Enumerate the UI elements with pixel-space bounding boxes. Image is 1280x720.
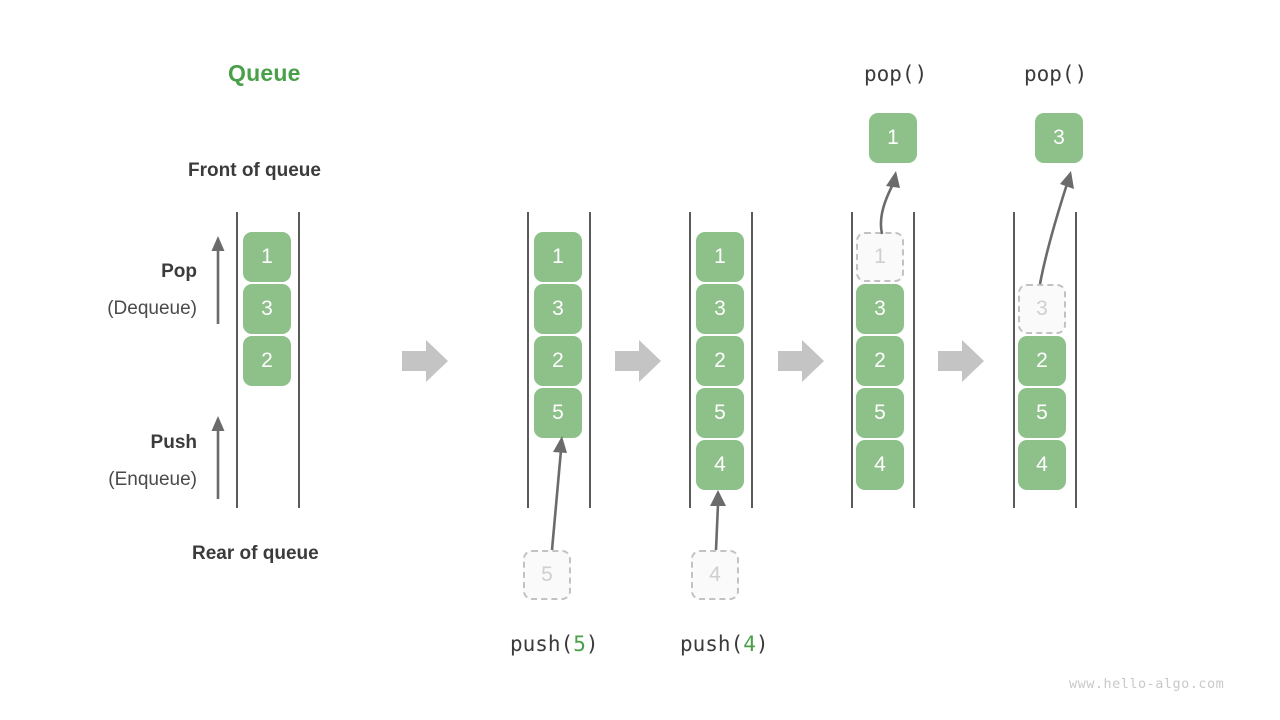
queue-cell: 1 [534, 232, 582, 282]
flow-arrow-icon [778, 340, 824, 382]
queue-rail-right-panel-1 [298, 212, 300, 508]
push5-value: 5 [573, 632, 586, 656]
queue-rail-right-panel-2 [589, 212, 591, 508]
queue-cell: 5 [1018, 388, 1066, 438]
rear-of-queue-label: Rear of queue [192, 543, 319, 564]
flow-arrow-icon [615, 340, 661, 382]
popped-cell: 3 [1035, 113, 1083, 163]
watermark: www.hello-algo.com [1069, 676, 1225, 692]
queue-cell: 3 [696, 284, 744, 334]
pop-motion-arrow-icon [1038, 171, 1074, 285]
queue-cell: 1 [243, 232, 291, 282]
pop-sublabel: (Dequeue) [107, 298, 197, 319]
queue-cell: 5 [534, 388, 582, 438]
queue-cell: 3 [243, 284, 291, 334]
queue-rail-left-panel-5 [1013, 212, 1015, 508]
pop-motion-arrow-icon [879, 171, 900, 235]
queue-cell-vacated: 1 [856, 232, 904, 282]
incoming-ghost-cell: 4 [691, 550, 739, 600]
incoming-ghost-cell: 5 [523, 550, 571, 600]
push-motion-arrow-icon [710, 490, 726, 551]
push4-prefix: push( [680, 632, 744, 656]
queue-cell: 1 [696, 232, 744, 282]
queue-rail-right-panel-4 [913, 212, 915, 508]
queue-cell: 2 [243, 336, 291, 386]
queue-rail-right-panel-3 [751, 212, 753, 508]
push5-prefix: push( [510, 632, 574, 656]
push-sublabel: (Enqueue) [108, 469, 197, 490]
push5-suffix: ) [585, 632, 599, 656]
queue-cell: 2 [1018, 336, 1066, 386]
popped-cell: 1 [869, 113, 917, 163]
flow-arrow-icon [402, 340, 448, 382]
queue-rail-left-panel-1 [236, 212, 238, 508]
push-direction-arrow-icon [211, 416, 225, 499]
queue-cell: 4 [1018, 440, 1066, 490]
queue-cell-vacated: 3 [1018, 284, 1066, 334]
queue-cell: 4 [696, 440, 744, 490]
pop-direction-arrow-icon [211, 236, 225, 324]
queue-cell: 3 [534, 284, 582, 334]
queue-cell: 2 [696, 336, 744, 386]
queue-rail-left-panel-3 [689, 212, 691, 508]
page-title: Queue [228, 60, 301, 86]
push4-value: 4 [743, 632, 756, 656]
queue-rail-left-panel-4 [851, 212, 853, 508]
push5-caption: push(5) [510, 632, 599, 656]
queue-cell: 5 [696, 388, 744, 438]
queue-cell: 2 [856, 336, 904, 386]
queue-cell: 5 [856, 388, 904, 438]
flow-arrow-icon [938, 340, 984, 382]
pop-label: Pop [161, 261, 197, 282]
queue-rail-left-panel-2 [527, 212, 529, 508]
queue-cell: 3 [856, 284, 904, 334]
queue-rail-right-panel-5 [1075, 212, 1077, 508]
push-label: Push [150, 432, 197, 453]
push4-suffix: ) [755, 632, 769, 656]
queue-cell: 2 [534, 336, 582, 386]
pop2-caption: pop() [1024, 62, 1088, 86]
push4-caption: push(4) [680, 632, 769, 656]
push-motion-arrow-icon [550, 436, 567, 551]
front-of-queue-label: Front of queue [188, 160, 321, 181]
pop1-caption: pop() [864, 62, 928, 86]
queue-cell: 4 [856, 440, 904, 490]
